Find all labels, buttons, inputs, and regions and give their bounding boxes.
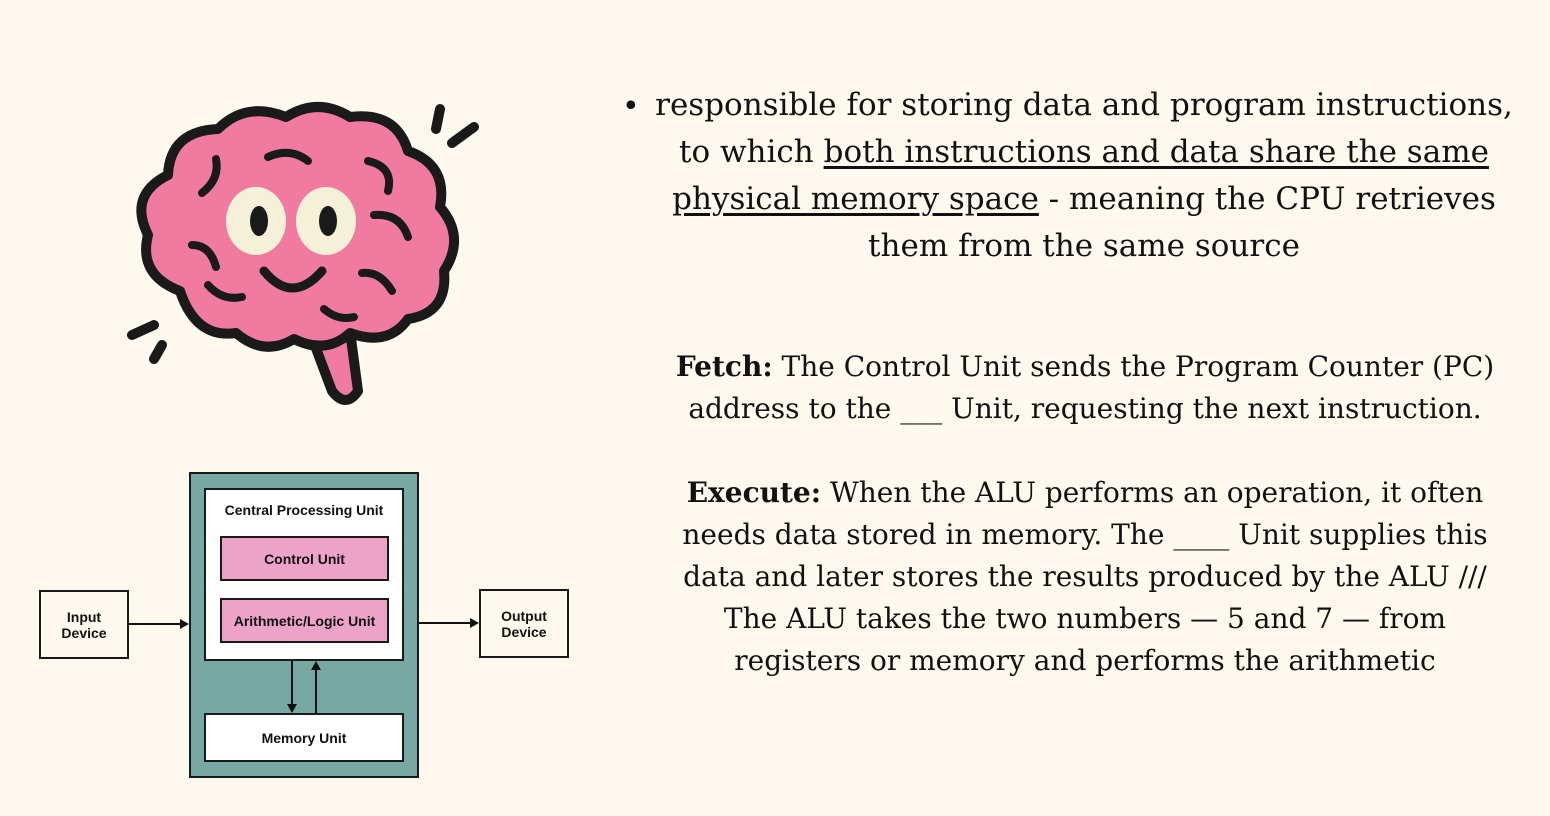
control-unit-box: Control Unit xyxy=(220,536,389,581)
execute-text: When the ALU performs an operation, it o… xyxy=(682,476,1488,677)
memory-description: • responsible for storing data and progr… xyxy=(618,82,1518,270)
fetch-label: Fetch: xyxy=(675,350,773,383)
memory-unit-box: Memory Unit xyxy=(204,713,404,762)
alu-label: Arithmetic/Logic Unit xyxy=(233,612,376,629)
output-arrow-line xyxy=(419,622,471,624)
fetch-step: Fetch: The Control Unit sends the Progra… xyxy=(660,346,1510,430)
memory-unit-label: Memory Unit xyxy=(261,729,347,746)
output-arrow-head xyxy=(470,618,479,628)
memory-to-cpu-head xyxy=(311,661,321,670)
cpu-to-memory-line xyxy=(291,661,293,705)
von-neumann-diagram: Input Device Central Processing Unit Con… xyxy=(36,470,572,782)
alu-box: Arithmetic/Logic Unit xyxy=(220,598,389,643)
input-arrow-line xyxy=(129,623,181,625)
input-arrow-head xyxy=(180,619,189,629)
bullet-text-part1: responsible for storing data and program… xyxy=(655,87,1513,170)
output-device-box: Output Device xyxy=(479,589,569,658)
memory-to-cpu-line xyxy=(315,670,317,714)
execute-label: Execute: xyxy=(686,476,822,509)
cpu-label: Central Processing Unit xyxy=(224,502,384,518)
bullet-dot: • xyxy=(622,89,640,124)
fetch-text: The Control Unit sends the Program Count… xyxy=(688,350,1495,425)
brain-mascot-icon xyxy=(127,102,479,405)
brain-mascot xyxy=(118,95,488,415)
bullet-text-underlined: both instructions and data share the sam… xyxy=(672,134,1489,217)
input-device-label: Input Device xyxy=(61,608,107,641)
input-device-box: Input Device xyxy=(39,590,129,659)
output-device-label: Output Device xyxy=(501,607,547,640)
cpu-to-memory-head xyxy=(287,704,297,713)
execute-step: Execute: When the ALU performs an operat… xyxy=(660,472,1510,682)
bullet-text: responsible for storing data and program… xyxy=(654,82,1514,270)
control-unit-label: Control Unit xyxy=(264,550,345,567)
bullet-text-part2: - meaning the CPU retrieves them from th… xyxy=(868,181,1496,264)
